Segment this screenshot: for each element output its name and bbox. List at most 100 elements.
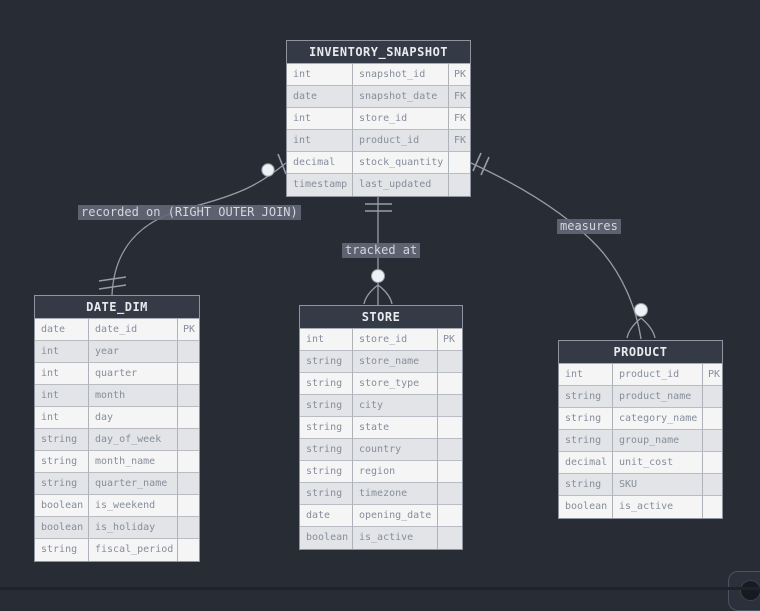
attr-key-cell: [178, 495, 199, 517]
attr-type-cell: timestamp: [287, 174, 353, 196]
attr-type-cell: boolean: [35, 517, 89, 539]
cardinality-one-tick: [277, 153, 287, 175]
attr-type-cell: string: [35, 429, 89, 451]
attr-name-cell: category_name: [613, 408, 703, 430]
attr-type-cell: string: [300, 373, 353, 395]
attr-key-cell: FK: [449, 130, 470, 152]
attr-type-cell: decimal: [559, 452, 613, 474]
edge-recorded-on: [111, 162, 287, 296]
attr-key-cell: [703, 496, 722, 518]
table-title-store: STORE: [300, 306, 462, 329]
edge-measures: [470, 162, 642, 340]
attr-key-cell: [438, 439, 462, 461]
attr-name-cell: last_updated: [353, 174, 449, 196]
attr-name-cell: is_active: [613, 496, 703, 518]
attr-type-cell: date: [287, 86, 353, 108]
attr-name-cell: snapshot_id: [353, 64, 449, 86]
relationship-label-recorded-on: recorded on (RIGHT OUTER JOIN): [78, 205, 301, 220]
attr-key-cell: [178, 517, 199, 539]
attr-type-cell: string: [300, 395, 353, 417]
attr-key-cell: PK: [178, 319, 199, 341]
attr-key-cell: [438, 461, 462, 483]
attr-name-cell: quarter_name: [89, 473, 178, 495]
attr-name-cell: city: [353, 395, 438, 417]
attr-type-cell: decimal: [287, 152, 353, 174]
attr-type-cell: int: [559, 364, 613, 386]
cardinality-one-tick: [472, 152, 482, 172]
attr-type-cell: string: [559, 408, 613, 430]
attr-name-cell: timezone: [353, 483, 438, 505]
circle-icon: [740, 580, 760, 601]
attr-name-cell: store_id: [353, 108, 449, 130]
attr-key-cell: [178, 341, 199, 363]
attr-name-cell: is_active: [353, 527, 438, 549]
attr-name-cell: product_name: [613, 386, 703, 408]
attr-name-cell: month: [89, 385, 178, 407]
attr-type-cell: string: [300, 351, 353, 373]
attr-key-cell: [178, 429, 199, 451]
attr-name-cell: product_id: [613, 364, 703, 386]
attr-name-cell: day: [89, 407, 178, 429]
attr-type-cell: string: [35, 539, 89, 561]
attr-name-cell: store_name: [353, 351, 438, 373]
attr-key-cell: FK: [449, 86, 470, 108]
cardinality-zero-circle: [634, 303, 648, 317]
bottom-edge-strip: [0, 587, 760, 590]
table-title-date-dim: DATE_DIM: [35, 296, 199, 319]
attr-key-cell: [438, 395, 462, 417]
attr-name-cell: opening_date: [353, 505, 438, 527]
attr-name-cell: store_id: [353, 329, 438, 351]
cardinality-one-bar: [98, 276, 127, 282]
attr-key-cell: FK: [449, 108, 470, 130]
attr-key-cell: [703, 474, 722, 496]
attr-key-cell: [703, 430, 722, 452]
attr-name-cell: is_holiday: [89, 517, 178, 539]
relationship-tracked-at: [363, 196, 393, 305]
attr-name-cell: year: [89, 341, 178, 363]
attr-key-cell: [703, 386, 722, 408]
attr-type-cell: string: [35, 451, 89, 473]
table-title-product: PRODUCT: [559, 341, 722, 364]
attr-type-cell: string: [559, 430, 613, 452]
attr-name-cell: store_type: [353, 373, 438, 395]
cardinality-zero-circle: [261, 163, 275, 177]
attr-type-cell: int: [35, 341, 89, 363]
cardinality-one-bar: [98, 284, 127, 290]
attr-name-cell: month_name: [89, 451, 178, 473]
floating-action-button[interactable]: [728, 571, 760, 611]
relationship-edges: [98, 152, 656, 340]
attr-type-cell: int: [35, 407, 89, 429]
attr-type-cell: boolean: [300, 527, 353, 549]
attr-type-cell: int: [35, 363, 89, 385]
attr-type-cell: string: [300, 461, 353, 483]
attr-name-cell: day_of_week: [89, 429, 178, 451]
attr-key-cell: [438, 505, 462, 527]
er-diagram-canvas: recorded on (RIGHT OUTER JOIN) tracked a…: [0, 40, 760, 611]
attr-key-cell: [438, 527, 462, 549]
attr-name-cell: country: [353, 439, 438, 461]
attr-key-cell: [438, 483, 462, 505]
relationship-measures: [470, 152, 656, 340]
attr-key-cell: [438, 417, 462, 439]
